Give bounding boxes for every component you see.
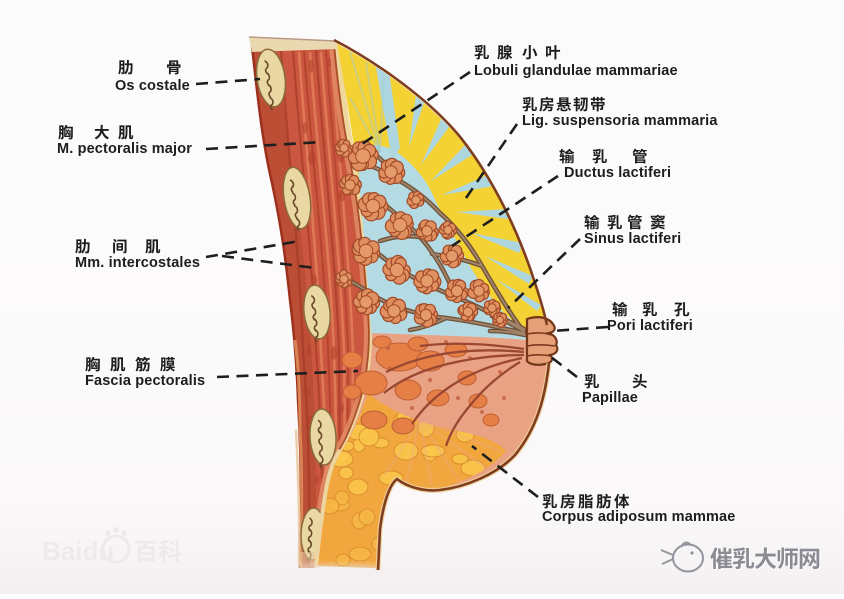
svg-text:Sinus lactiferi: Sinus lactiferi <box>584 231 681 247</box>
svg-text:Ductus lactiferi: Ductus lactiferi <box>564 165 671 181</box>
svg-text:Lobuli glandulae mammariae: Lobuli glandulae mammariae <box>474 63 678 79</box>
svg-text:Mm. intercostales: Mm. intercostales <box>75 255 200 271</box>
svg-text:Os costale: Os costale <box>115 78 190 94</box>
svg-text:Papillae: Papillae <box>582 390 638 406</box>
svg-text:Fascia pectoralis: Fascia pectoralis <box>85 373 205 389</box>
svg-text:Pori lactiferi: Pori lactiferi <box>607 318 693 334</box>
svg-text:Corpus adiposum mammae: Corpus adiposum mammae <box>542 509 735 525</box>
svg-text:Lig. suspensoria mammaria: Lig. suspensoria mammaria <box>522 113 718 129</box>
svg-text:M. pectoralis major: M. pectoralis major <box>57 141 192 157</box>
